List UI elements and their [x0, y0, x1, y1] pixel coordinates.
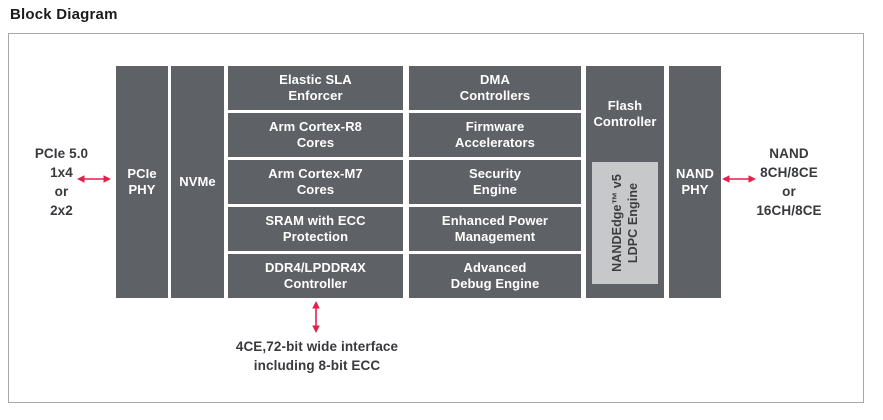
block-diagram-frame: PCIe 5.0 1x4 or 2x2 PCIe PHY NVMe Elasti… — [8, 33, 864, 403]
block-advanced-debug-engine: Advanced Debug Engine — [409, 254, 581, 298]
block-ddr4-controller: DDR4/LPDDR4X Controller — [228, 254, 403, 298]
block-enhanced-power-management: Enhanced Power Management — [409, 207, 581, 251]
pcie-link-arrow-icon — [77, 175, 111, 183]
ddr-interface-label: 4CE,72-bit wide interface including 8-bi… — [235, 339, 399, 373]
flash-controller-label: Flash Controller — [593, 97, 657, 130]
block-elastic-sla-enforcer: Elastic SLA Enforcer — [228, 66, 403, 110]
block-firmware-accelerators: Firmware Accelerators — [409, 113, 581, 157]
block-flash-controller: Flash Controller NANDEdge™ v5 LDPC Engin… — [586, 66, 664, 298]
block-sram-ecc: SRAM with ECC Protection — [228, 207, 403, 251]
nand-link-arrow-icon — [722, 175, 756, 183]
nand-channels-label: NAND 8CH/8CE or 16CH/8CE — [756, 146, 822, 218]
block-security-engine: Security Engine — [409, 160, 581, 204]
block-nand-phy: NAND PHY — [669, 66, 721, 298]
page-title: Block Diagram — [10, 6, 118, 23]
block-ldpc-engine: NANDEdge™ v5 LDPC Engine — [592, 162, 658, 284]
pcie-host-label: PCIe 5.0 1x4 or 2x2 — [34, 146, 89, 218]
block-arm-cortex-r8: Arm Cortex-R8 Cores — [228, 113, 403, 157]
ddr-interface-arrow-icon — [312, 301, 320, 333]
block-pcie-phy: PCIe PHY — [116, 66, 168, 298]
block-dma-controllers: DMA Controllers — [409, 66, 581, 110]
block-arm-cortex-m7: Arm Cortex-M7 Cores — [228, 160, 403, 204]
ldpc-engine-label: NANDEdge™ v5 LDPC Engine — [610, 174, 640, 272]
block-nvme: NVMe — [171, 66, 224, 298]
